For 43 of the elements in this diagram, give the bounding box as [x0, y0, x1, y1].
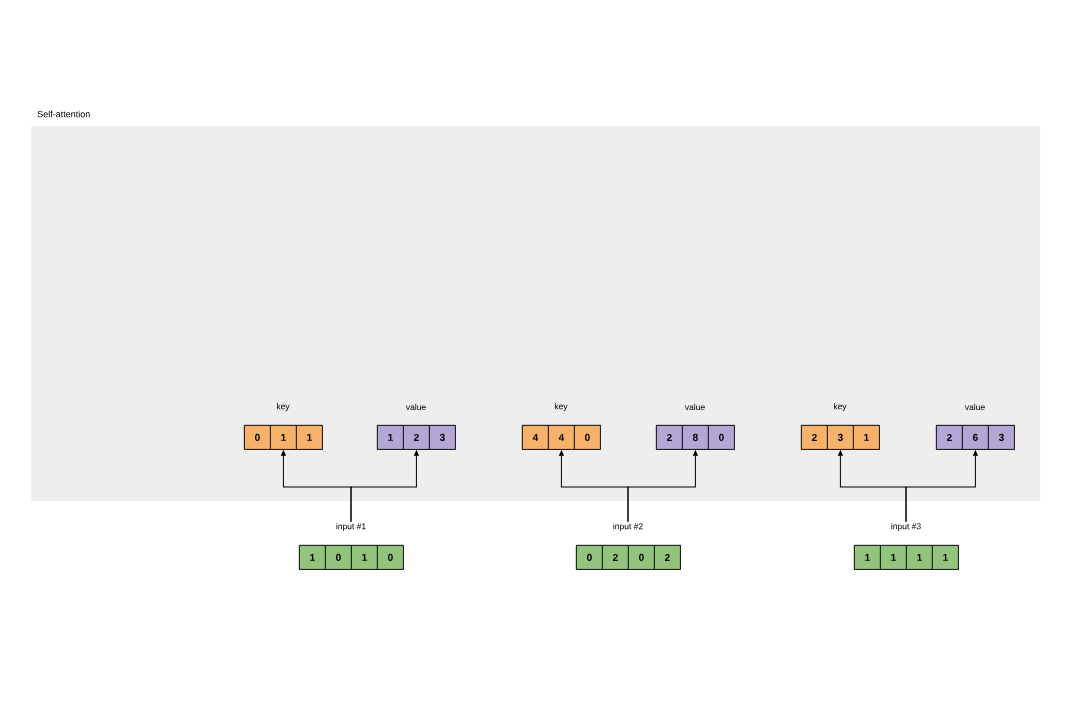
vector-label: input #2 — [613, 523, 643, 531]
vector-cell: 0 — [244, 425, 271, 450]
vector-cell: 3 — [827, 425, 854, 450]
vector-cell: 0 — [325, 545, 352, 570]
arrow — [350, 450, 419, 523]
vector-cell: 1 — [880, 545, 907, 570]
vector-cell: 0 — [377, 545, 404, 570]
vector-cell: 3 — [429, 425, 456, 450]
vector-cell: 1 — [932, 545, 959, 570]
vector-label: key — [833, 403, 847, 411]
vector-cell: 1 — [906, 545, 933, 570]
vector-cell: 1 — [853, 425, 880, 450]
vector-cell: 3 — [988, 425, 1015, 450]
arrow — [627, 450, 698, 523]
vector-cell: 1 — [854, 545, 881, 570]
panel-title: Self-attention — [37, 110, 90, 118]
vector-cell: 2 — [936, 425, 963, 450]
vector-cell: 1 — [270, 425, 297, 450]
vector-cell: 1 — [299, 545, 326, 570]
vector-cell: 1 — [377, 425, 404, 450]
arrow — [905, 450, 978, 523]
vector-cell: 2 — [801, 425, 828, 450]
vector-label: value — [405, 403, 426, 411]
vector-label: key — [554, 403, 568, 411]
vector-cell: 0 — [576, 545, 603, 570]
vector-label: value — [964, 403, 985, 411]
vector-label: key — [276, 403, 290, 411]
vector-label: input #1 — [336, 523, 366, 531]
vector-cell: 6 — [962, 425, 989, 450]
vector-cell: 2 — [602, 545, 629, 570]
vector-cell: 0 — [574, 425, 601, 450]
vector-cell: 2 — [403, 425, 430, 450]
vector-label: value — [684, 403, 705, 411]
vector-cell: 2 — [656, 425, 683, 450]
vector-cell: 0 — [708, 425, 735, 450]
vector-cell: 4 — [522, 425, 549, 450]
vector-cell: 0 — [628, 545, 655, 570]
vector-label: input #3 — [891, 523, 921, 531]
vector-cell: 8 — [682, 425, 709, 450]
vector-cell: 1 — [351, 545, 378, 570]
vector-cell: 1 — [296, 425, 323, 450]
vector-cell: 2 — [654, 545, 681, 570]
vector-cell: 4 — [548, 425, 575, 450]
